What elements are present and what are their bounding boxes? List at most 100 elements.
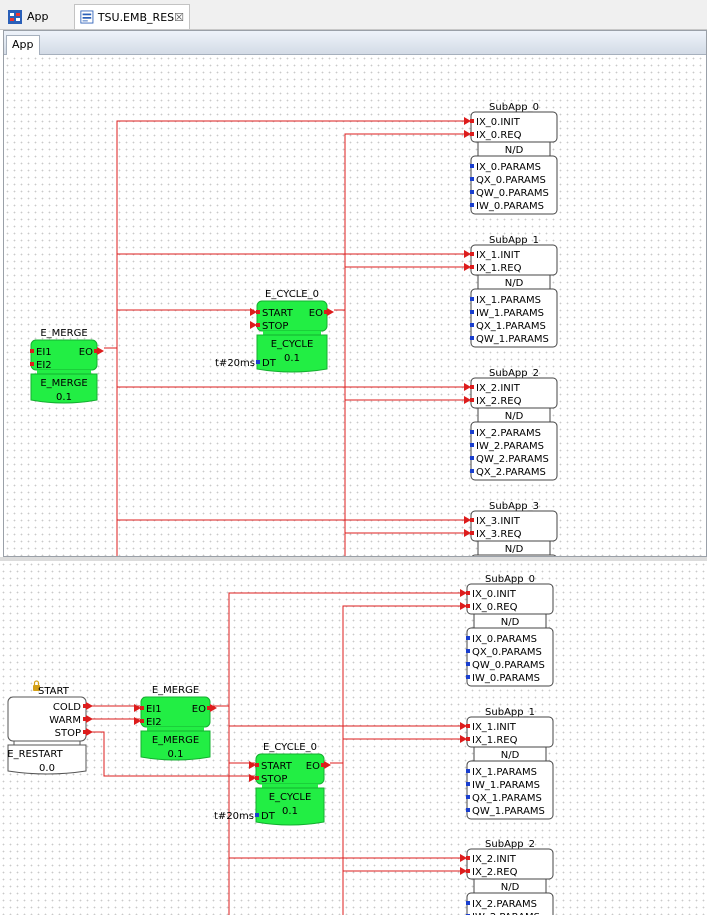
data-pin[interactable] (466, 675, 470, 679)
data-pin[interactable] (466, 636, 470, 640)
close-tab-icon[interactable]: ☒ (174, 10, 184, 24)
event-pin[interactable] (470, 252, 474, 256)
event-input-arrow (460, 722, 467, 730)
subapp-block[interactable]: SubApp_2IX_2.INITIX_2.REQN/DIX_2.PARAMSI… (464, 368, 558, 481)
data-pin[interactable] (470, 310, 474, 314)
tab-app[interactable]: App (2, 4, 72, 29)
fb-instance-name: E_CYCLE_0 (263, 742, 317, 753)
subapp-data-input-label: IX_0.PARAMS (472, 634, 537, 645)
data-pin[interactable] (470, 336, 474, 340)
event-pin[interactable] (94, 349, 98, 353)
subapp-block[interactable]: SubApp_0IX_0.INITIX_0.REQN/DIX_0.PARAMSQ… (464, 102, 558, 215)
event-pin[interactable] (466, 869, 470, 873)
event-pin[interactable] (83, 717, 87, 721)
event-connection[interactable] (344, 133, 471, 557)
fb-event-input-label: EI2 (146, 717, 162, 728)
dt-parameter-value: t#20ms (214, 811, 254, 822)
event-pin[interactable] (256, 323, 260, 327)
fb-body (140, 730, 211, 761)
event-input-arrow (250, 321, 257, 329)
data-pin[interactable] (466, 795, 470, 799)
data-pin[interactable] (470, 469, 474, 473)
data-pin[interactable] (470, 164, 474, 168)
event-pin[interactable] (255, 763, 259, 767)
event-pin[interactable] (470, 132, 474, 136)
event-pin[interactable] (466, 604, 470, 608)
event-connection[interactable] (342, 605, 467, 915)
event-pin[interactable] (324, 310, 328, 314)
subapp-block[interactable]: SubApp_3IX_3.INITIX_3.REQN/DIW_3.PARAMSQ… (464, 501, 558, 557)
event-pin[interactable] (83, 704, 87, 708)
fb-neck (37, 370, 91, 374)
event-pin[interactable] (470, 385, 474, 389)
event-connection[interactable] (228, 592, 467, 915)
event-pin[interactable] (466, 591, 470, 595)
subapp-block[interactable]: SubApp_2IX_2.INITIX_2.REQN/DIX_2.PARAMSI… (460, 839, 554, 915)
event-input-arrow (464, 117, 471, 125)
data-pin[interactable] (466, 782, 470, 786)
event-connection[interactable] (88, 731, 255, 777)
data-pin[interactable] (466, 901, 470, 905)
subapp-block[interactable]: SubApp_1IX_1.INITIX_1.REQN/DIX_1.PARAMSI… (464, 235, 558, 348)
fb-body (255, 787, 325, 826)
event-pin[interactable] (470, 119, 474, 123)
data-pin[interactable] (466, 808, 470, 812)
fb-neck (263, 331, 321, 335)
data-pin[interactable] (470, 203, 474, 207)
data-pin[interactable] (256, 360, 260, 364)
fb-version: 0.1 (284, 353, 300, 364)
event-pin[interactable] (255, 776, 259, 780)
subapp-block[interactable]: SubApp_0IX_0.INITIX_0.REQN/DIX_0.PARAMSQ… (460, 574, 554, 687)
fb-version: 0.1 (168, 749, 184, 760)
breadcrumb-item-app[interactable]: App (6, 35, 40, 55)
event-pin[interactable] (470, 531, 474, 535)
event-pin[interactable] (140, 706, 144, 710)
subapp-block[interactable]: SubApp_1IX_1.INITIX_1.REQN/DIX_1.PARAMSI… (460, 707, 554, 820)
data-pin[interactable] (470, 177, 474, 181)
event-pin[interactable] (321, 763, 325, 767)
event-pin[interactable] (466, 724, 470, 728)
fb-type-name: E_CYCLE (271, 339, 314, 350)
event-connection[interactable] (116, 120, 471, 557)
data-pin[interactable] (466, 649, 470, 653)
event-pin[interactable] (256, 310, 260, 314)
tab-resource[interactable]: TSU.EMB_RES ☒ (74, 4, 190, 29)
subapp-type-name: N/D (501, 750, 520, 761)
event-output-arrow (97, 347, 104, 355)
event-input-arrow (464, 383, 471, 391)
event-pin[interactable] (30, 362, 34, 366)
event-pin[interactable] (470, 518, 474, 522)
event-pin[interactable] (466, 856, 470, 860)
event-pin[interactable] (140, 719, 144, 723)
fb-version: 0.0 (39, 763, 55, 774)
event-pin[interactable] (470, 265, 474, 269)
event-pin[interactable] (466, 737, 470, 741)
event-output-arrow (86, 728, 93, 736)
subapp-event-input-label: IX_1.INIT (476, 250, 521, 261)
data-pin[interactable] (470, 297, 474, 301)
data-pin[interactable] (255, 813, 259, 817)
data-pin[interactable] (470, 443, 474, 447)
fb-event-input-label: STOP (262, 321, 288, 332)
data-pin[interactable] (466, 662, 470, 666)
data-pin[interactable] (470, 456, 474, 460)
data-pin[interactable] (470, 323, 474, 327)
data-pin[interactable] (470, 190, 474, 194)
data-pin[interactable] (470, 430, 474, 434)
editor-splitter[interactable] (0, 557, 707, 561)
event-pin[interactable] (207, 706, 211, 710)
event-pin[interactable] (470, 398, 474, 402)
subapp-data-input-label: IX_1.PARAMS (472, 767, 537, 778)
subapp-data-input-label: IX_2.PARAMS (472, 899, 537, 910)
subapp-data-input-label: QX_0.PARAMS (476, 175, 546, 186)
event-pin[interactable] (83, 730, 87, 734)
event-pin[interactable] (30, 349, 34, 353)
data-pin[interactable] (466, 769, 470, 773)
